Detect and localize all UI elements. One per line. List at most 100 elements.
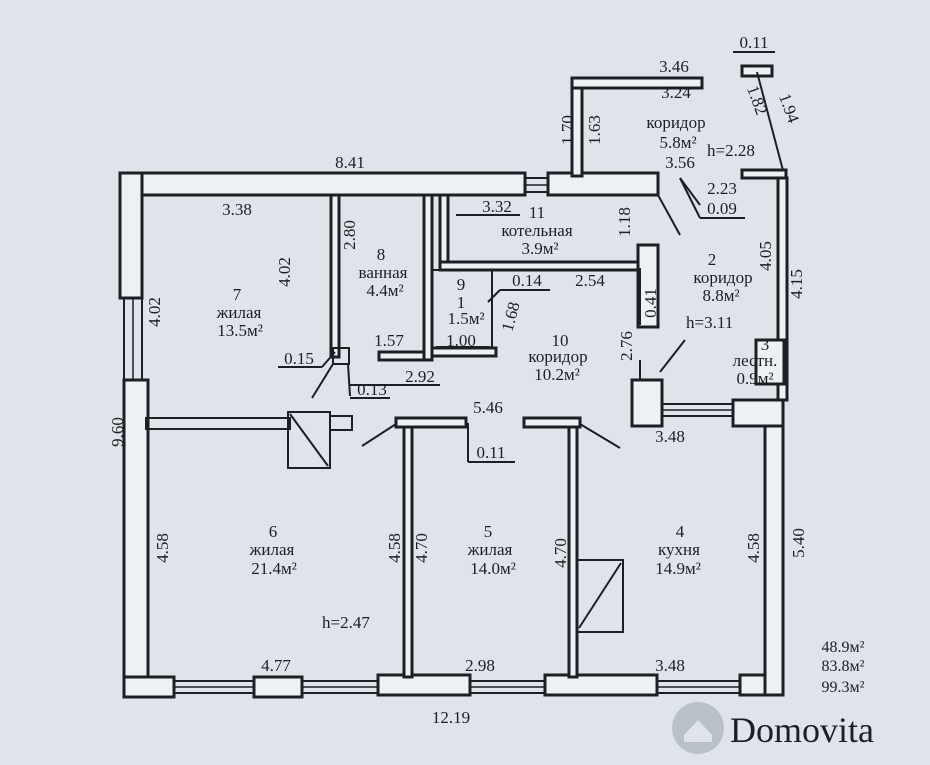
room-name: котельная: [501, 221, 573, 240]
dim-label: 2.80: [340, 220, 359, 250]
wall-room7-bath: [329, 193, 341, 359]
door-room4: [579, 423, 621, 449]
wall-north-room5-b: [522, 416, 582, 429]
room-name: лестн.: [733, 351, 778, 370]
height-labels: h=2.28 h=3.11 h=2.47: [322, 141, 755, 632]
dim-label: 0.15: [284, 349, 314, 368]
wall-room6-room7: [145, 417, 291, 430]
stair-box: [754, 338, 786, 386]
door-room5: [361, 423, 397, 447]
dim-label: 1.57: [374, 331, 404, 350]
door-bath: [347, 363, 351, 397]
room-num: 3: [761, 335, 770, 354]
dim-label: 3.48: [655, 427, 685, 446]
room-labels: 11 котельная 3.9м² 8 ванная 4.4м² 7 жила…: [216, 113, 778, 578]
west-wall-upper: [118, 171, 144, 300]
room-area: 1.5м²: [447, 309, 484, 328]
dim-label: 4.05: [756, 241, 775, 271]
height-label: h=3.11: [686, 313, 733, 332]
room-area: 0.9м²: [736, 369, 773, 388]
room-num: 1: [457, 293, 466, 312]
pier-corridor-kitchen: [630, 378, 664, 428]
dim-label: 2.23: [707, 179, 737, 198]
height-label: h=2.28: [707, 141, 755, 160]
door-room7: [311, 363, 334, 399]
room-area: 14.9м²: [655, 559, 701, 578]
north-wall-right: [546, 171, 660, 197]
room-area: 5.8м²: [659, 133, 696, 152]
dim-label: 12.19: [432, 708, 470, 727]
wall-boiler-left: [438, 193, 450, 269]
wall-room5-room4: [567, 423, 579, 679]
dim-label: 0.09: [707, 199, 737, 218]
wall-bath-right: [422, 193, 434, 362]
dim-label: 1.82: [743, 83, 771, 117]
watermark: Domovita: [672, 702, 874, 754]
dim-label: 3.56: [665, 153, 695, 172]
dim-label: 4.02: [275, 257, 294, 287]
windows: [123, 177, 741, 694]
height-label: h=2.47: [322, 613, 370, 632]
dim-label: 4.02: [145, 297, 164, 327]
dim-label: 0.11: [739, 33, 768, 52]
wall-boiler-bottom: [438, 260, 642, 272]
dim-label: 1.68: [498, 300, 524, 334]
total-living-area: 48.9м²: [822, 639, 865, 656]
dim-label: 0.13: [357, 380, 387, 399]
dim-label: 1.00: [446, 331, 476, 350]
annex-post: [740, 64, 774, 78]
room-name: жилая: [216, 303, 262, 322]
dim-label: 1.63: [585, 115, 604, 145]
door-boiler: [657, 194, 681, 236]
room-num: 5: [484, 522, 493, 541]
room-area: 21.4м²: [251, 559, 297, 578]
room-num: 4: [676, 522, 685, 541]
total-area: 99.3м²: [822, 679, 865, 696]
room-name: жилая: [249, 540, 295, 559]
west-wall-lower: [122, 378, 150, 697]
dim-label: 3.48: [655, 656, 685, 675]
room-name: коридор: [528, 347, 587, 366]
total-general-area: 83.8м²: [822, 658, 865, 675]
room-num: 11: [529, 203, 545, 222]
watermark-house-icon: [684, 720, 712, 742]
room-num: 9: [457, 275, 466, 294]
room-name: ванная: [359, 263, 408, 282]
dim-label: 9.60: [108, 417, 127, 447]
room-area: 14.0м²: [470, 559, 516, 578]
room-area: 8.8м²: [702, 286, 739, 305]
south-wall-pier-1: [252, 675, 304, 699]
south-wall-pier-2: [376, 673, 472, 697]
room-num: 2: [708, 250, 717, 269]
kitchen-stove-diagonal: [578, 562, 622, 629]
room-area: 10.2м²: [534, 365, 580, 384]
room-name: жилая: [467, 540, 513, 559]
dim-label: 5.40: [789, 528, 808, 558]
kitchen-north-wall-right: [731, 398, 785, 428]
dim-label: 1.18: [615, 207, 634, 237]
room-name: коридор: [646, 113, 705, 132]
annex-north-wall: [570, 76, 704, 90]
dim-label: 5.46: [473, 398, 503, 417]
stove-ledge: [329, 415, 353, 431]
column-corridor: [636, 243, 660, 329]
dim-label: 3.24: [661, 83, 691, 102]
dim-label: 2.92: [405, 367, 435, 386]
watermark-text: Domovita: [730, 710, 874, 750]
door-corridor: [659, 339, 686, 373]
dim-label: 4.70: [412, 533, 431, 563]
annex-south-wall: [740, 168, 788, 180]
room-num: 6: [269, 522, 278, 541]
dim-label: 2.76: [617, 331, 636, 361]
dim-label: 8.41: [335, 153, 365, 172]
dim-label: 0.14: [512, 271, 542, 290]
room-num: 8: [377, 245, 386, 264]
dim-label: 4.58: [153, 533, 172, 563]
callout-0-14-leader: [487, 289, 501, 303]
callout-lines: [278, 51, 775, 463]
dim-label: 4.70: [551, 538, 570, 568]
room-num: 10: [552, 331, 569, 350]
east-wall: [763, 398, 785, 697]
wall-north-room5-a: [394, 416, 468, 429]
